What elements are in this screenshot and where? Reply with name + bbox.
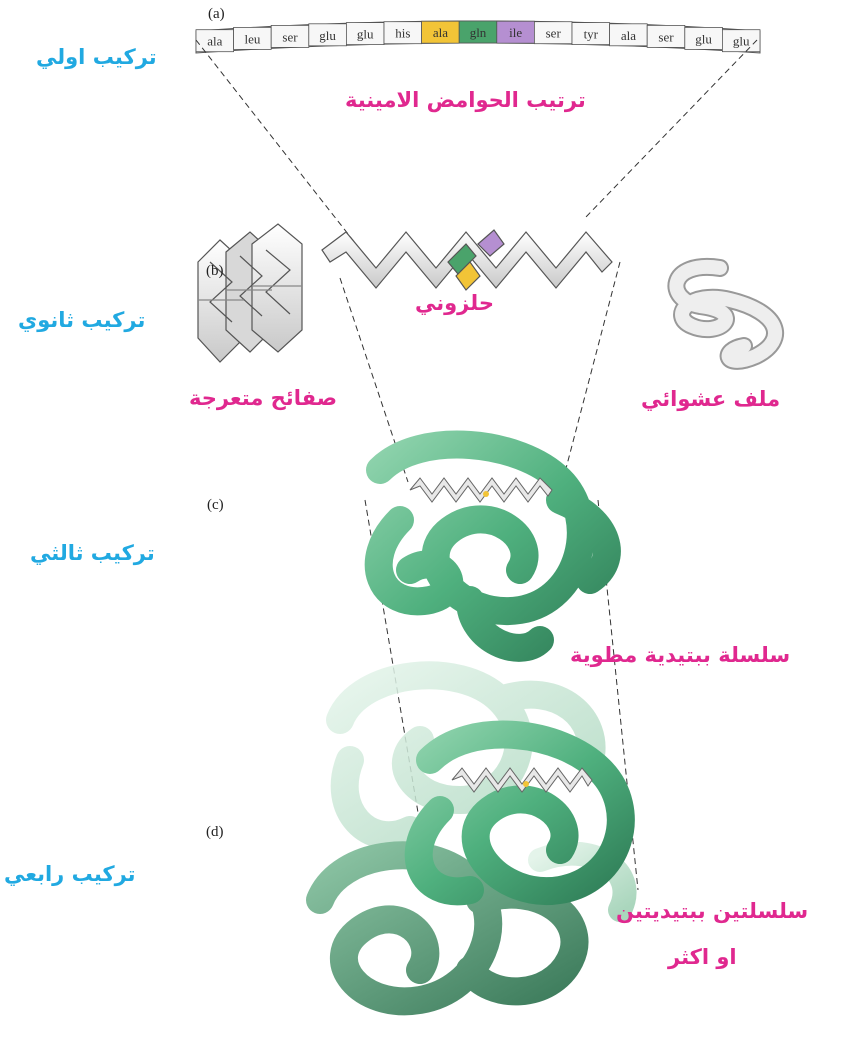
multi-chain-label-line2: او اكثر bbox=[668, 945, 737, 969]
amino-acid-label: ala bbox=[207, 34, 222, 49]
amino-acid-label: ala bbox=[621, 28, 636, 43]
panel-letter-c: (c) bbox=[207, 497, 224, 514]
quaternary-structure-label: تركيب رابعي bbox=[4, 862, 136, 886]
amino-acid-segment: glu bbox=[346, 23, 384, 45]
primary-structure-label: تركيب اولي bbox=[36, 45, 157, 69]
panel-letter-b: (b) bbox=[206, 263, 224, 280]
panel-letter-a: (a) bbox=[208, 6, 225, 23]
amino-acid-label: ile bbox=[509, 25, 522, 40]
amino-acid-segment: ala bbox=[422, 21, 460, 43]
secondary-structure-label: تركيب ثانوي bbox=[18, 308, 145, 332]
amino-acid-label: ser bbox=[282, 29, 298, 44]
amino-acid-label: glu bbox=[319, 28, 336, 43]
amino-acid-label: ser bbox=[658, 29, 674, 44]
amino-acid-label: glu bbox=[733, 34, 750, 49]
amino-acid-segment: glu bbox=[685, 27, 723, 49]
amino-acid-label: glu bbox=[357, 27, 374, 42]
alpha-helix-ribbon bbox=[322, 230, 612, 290]
amino-acid-segment: ser bbox=[647, 25, 685, 47]
amino-acid-segment: ala bbox=[196, 30, 234, 52]
panel-letter-d: (d) bbox=[206, 824, 224, 841]
amino-acid-label: ala bbox=[433, 25, 448, 40]
amino-acid-segment: tyr bbox=[572, 23, 610, 45]
beta-sheet-ribbon bbox=[198, 224, 302, 362]
pleated-sheet-label: صفائح متعرجة bbox=[189, 386, 337, 410]
amino-acid-segment: leu bbox=[234, 27, 272, 49]
tertiary-structure-label: تركيب ثالثي bbox=[30, 541, 155, 565]
amino-acid-segment: ser bbox=[271, 25, 309, 47]
helix-label: حلزوني bbox=[415, 291, 494, 315]
amino-acid-segment: his bbox=[384, 22, 422, 44]
amino-acid-chain: ala leu ser glu glu his ala gln ile ser tyr ala ser g… bbox=[196, 21, 760, 53]
amino-acid-label: gln bbox=[470, 25, 487, 40]
amino-acid-label: leu bbox=[244, 31, 260, 46]
amino-acid-segment: ser bbox=[534, 22, 572, 44]
amino-acid-label: glu bbox=[695, 31, 712, 46]
amino-acid-segment: ala bbox=[610, 24, 648, 46]
random-coil-ribbon bbox=[676, 267, 775, 361]
random-coil-label: ملف عشوائي bbox=[641, 387, 780, 411]
amino-acid-label: his bbox=[395, 26, 410, 41]
amino-acid-segment: glu bbox=[722, 30, 760, 52]
amino-acid-segment: gln bbox=[459, 21, 497, 43]
folded-chain-label: سلسلة ببتيدية مطوية bbox=[570, 643, 790, 667]
amino-acid-sequence-label: ترتيب الحوامض الامينية bbox=[345, 88, 586, 112]
amino-acid-segment: ile bbox=[497, 21, 535, 43]
amino-acid-label: ser bbox=[546, 26, 562, 41]
amino-acid-segment: glu bbox=[309, 24, 347, 46]
amino-acid-label: tyr bbox=[584, 27, 599, 42]
tertiary-fold bbox=[379, 445, 607, 648]
multi-chain-label-line1: سلسلتين ببتيديتين bbox=[616, 899, 808, 923]
